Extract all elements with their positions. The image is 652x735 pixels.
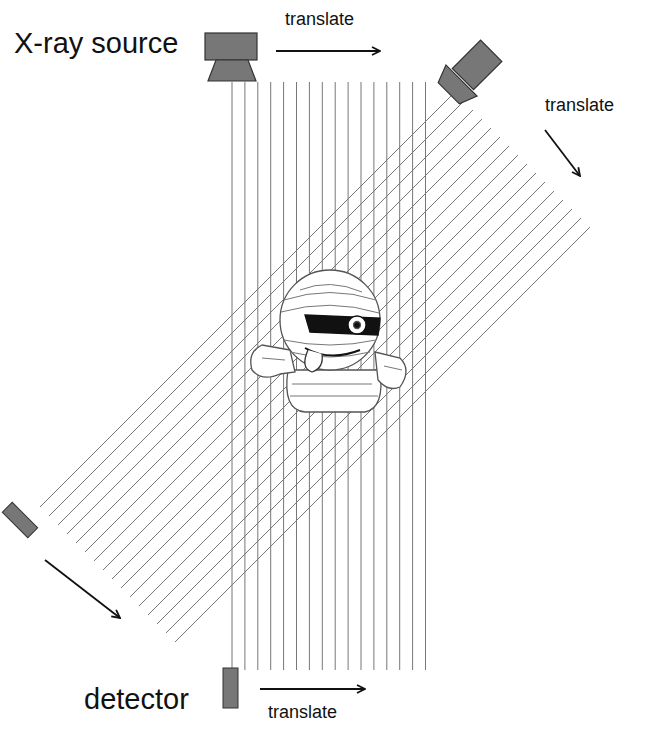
beam-line xyxy=(175,227,590,642)
mummy-figure xyxy=(251,270,406,412)
xray-source-rotated xyxy=(433,35,507,109)
beam-line xyxy=(166,218,581,633)
beam-line xyxy=(85,137,500,552)
detector-label: detector xyxy=(84,684,189,716)
beam-line xyxy=(130,182,545,597)
vertical-beams xyxy=(232,82,426,670)
detector-box xyxy=(223,668,238,708)
beam-line xyxy=(112,164,527,579)
beam-line xyxy=(244,82,245,670)
beam-line xyxy=(94,146,509,561)
beam-line xyxy=(49,101,464,516)
beam-line xyxy=(139,191,554,606)
beam-line xyxy=(232,82,233,670)
beam-line xyxy=(257,82,258,670)
diagonal-beams xyxy=(40,92,590,642)
detector-box-rotated xyxy=(2,502,37,537)
beam-line xyxy=(148,200,563,615)
beam-line xyxy=(58,110,473,525)
translate-label: translate xyxy=(285,10,354,30)
translate-label: translate xyxy=(545,96,614,116)
translate-arrows xyxy=(45,51,580,689)
translate-label: translate xyxy=(268,703,337,723)
beam-line xyxy=(67,119,482,534)
xray-source xyxy=(205,33,257,81)
beam-line xyxy=(40,92,455,507)
source-label: X-ray source xyxy=(14,28,178,60)
beam-line xyxy=(425,82,426,670)
beam-line xyxy=(283,82,284,670)
beam-line xyxy=(121,173,536,588)
beam-line xyxy=(103,155,518,570)
beam-line xyxy=(76,128,491,543)
beam-line xyxy=(157,209,572,624)
